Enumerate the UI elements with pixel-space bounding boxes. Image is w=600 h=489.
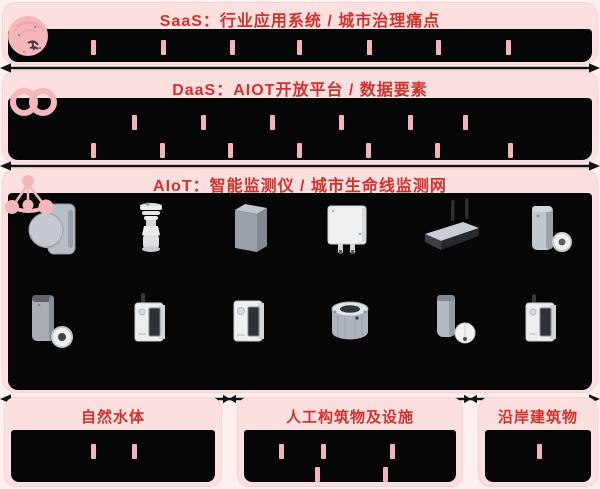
tick-mark bbox=[508, 143, 513, 158]
tick-mark bbox=[339, 115, 344, 130]
telemetry-terminal-knob-image bbox=[233, 300, 264, 342]
tick-mark bbox=[383, 467, 388, 482]
tick-mark bbox=[367, 40, 372, 55]
network-triangle-logo-icon bbox=[5, 175, 54, 215]
fingerprint-circle-logo-icon bbox=[8, 16, 48, 56]
layer-saas-title: SaaS：行业应用系统 / 城市治理痛点 bbox=[159, 13, 441, 30]
layer-daas-title: DaaS：AIOT开放平台 / 数据要素 bbox=[172, 82, 428, 99]
layer-connector-arrow bbox=[0, 161, 600, 171]
tick-mark bbox=[297, 143, 302, 158]
tick-mark bbox=[506, 40, 511, 55]
tick-mark bbox=[390, 444, 395, 459]
monitoring-cabinet-image bbox=[235, 204, 267, 252]
telemetry-terminal-antenna-image bbox=[134, 293, 165, 342]
tick-mark bbox=[91, 143, 96, 158]
tick-mark bbox=[91, 40, 96, 55]
tick-mark bbox=[161, 40, 166, 55]
tick-mark bbox=[366, 143, 371, 158]
double-ring-logo-icon bbox=[10, 88, 57, 116]
category-coastal-buildings-title: 沿岸建筑物 bbox=[497, 409, 578, 426]
layer-aiot-title: AIoT：智能监测仪 / 城市生命线监测网 bbox=[153, 178, 447, 195]
telemetry-terminal-2-image bbox=[525, 294, 556, 342]
manhole-cover-sensor-image bbox=[331, 301, 369, 340]
tick-mark bbox=[160, 143, 165, 158]
tick-mark bbox=[435, 143, 440, 158]
tick-mark bbox=[132, 444, 137, 459]
wireless-gateway-image bbox=[425, 198, 479, 250]
tick-mark bbox=[315, 467, 320, 482]
tick-mark bbox=[230, 40, 235, 55]
tick-mark bbox=[91, 444, 96, 459]
tick-mark bbox=[297, 40, 302, 55]
category-natural-water-panel bbox=[11, 430, 215, 482]
float-level-station-image bbox=[437, 295, 476, 344]
tower-station-with-ring-sensor-image bbox=[532, 206, 572, 252]
tick-mark bbox=[408, 115, 413, 130]
tick-mark bbox=[463, 115, 468, 130]
tick-mark bbox=[270, 115, 275, 130]
tower-station-with-ring-sensor-2-image bbox=[32, 295, 73, 348]
tick-mark bbox=[201, 115, 206, 130]
tick-mark bbox=[132, 115, 137, 130]
tick-mark bbox=[279, 444, 284, 459]
category-artificial-structures-panel bbox=[244, 430, 456, 482]
category-artificial-structures-title: 人工构筑物及设施 bbox=[285, 409, 414, 426]
layer-aiot-panel bbox=[8, 193, 592, 390]
category-natural-water-title: 自然水体 bbox=[80, 409, 145, 426]
wall-controller-image bbox=[327, 205, 367, 254]
weather-station-image bbox=[140, 202, 162, 252]
tick-mark bbox=[321, 444, 326, 459]
tick-mark bbox=[228, 143, 233, 158]
tick-mark bbox=[537, 444, 542, 459]
tick-mark bbox=[436, 40, 441, 55]
radar-level-sensor-image bbox=[28, 203, 76, 255]
layer-connector-arrow bbox=[0, 63, 600, 73]
